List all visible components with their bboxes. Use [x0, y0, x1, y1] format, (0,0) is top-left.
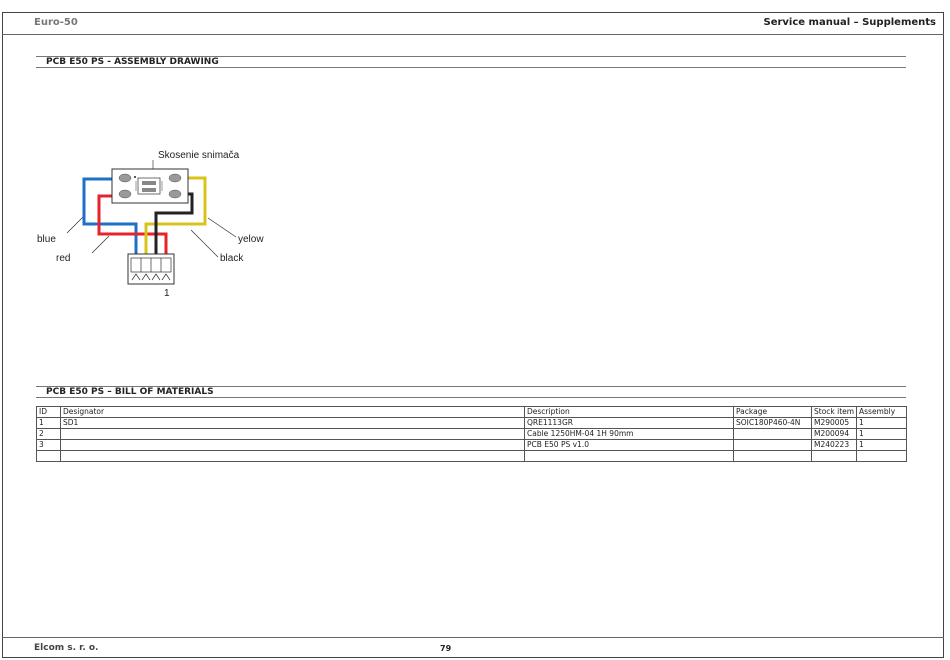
table-row: 3 PCB E50 PS v1.0 M240223 1: [36, 439, 907, 451]
pin-one-label: 1: [164, 288, 170, 299]
bom-cell: 1: [856, 439, 907, 451]
bom-cell: [733, 428, 812, 440]
bom-cell: 1: [856, 417, 907, 429]
yellow-wire: [144, 176, 207, 254]
header-manual-title: Service manual – Supplements: [763, 17, 937, 28]
bom-header-row: ID Designator Description Package Stock …: [36, 406, 907, 418]
bom-cell: QRE1113GR: [524, 417, 734, 429]
bom-col-stock-item: Stock item: [811, 406, 857, 418]
bom-col-id: ID: [36, 406, 61, 418]
bom-cell: M200094: [811, 428, 857, 440]
table-row: [36, 450, 907, 462]
bom-cell: [733, 450, 812, 462]
assembly-section-title: PCB E50 PS - ASSEMBLY DRAWING: [46, 57, 219, 67]
bom-cell: [60, 428, 525, 440]
yellow-wire-label: yelow: [238, 234, 264, 245]
bom-cell: [60, 450, 525, 462]
page-frame: [2, 12, 944, 658]
footer-divider: [2, 637, 944, 638]
black-wire: [154, 192, 194, 254]
bom-cell: M240223: [811, 439, 857, 451]
bom-cell: [524, 450, 734, 462]
bom-cell: 1: [36, 417, 61, 429]
bom-cell: [60, 439, 525, 451]
bom-col-package: Package: [733, 406, 812, 418]
bom-col-description: Description: [524, 406, 734, 418]
bom-cell: PCB E50 PS v1.0: [524, 439, 734, 451]
header-divider: [2, 34, 944, 35]
bom-table: ID Designator Description Package Stock …: [36, 406, 907, 462]
bom-col-designator: Designator: [60, 406, 525, 418]
bom-cell: 3: [36, 439, 61, 451]
bom-section-rule-top: [36, 386, 906, 387]
bom-cell: [36, 450, 61, 462]
bom-cell: [733, 439, 812, 451]
red-wire: [97, 194, 168, 254]
bom-cell: 2: [36, 428, 61, 440]
bom-cell: SD1: [60, 417, 525, 429]
assembly-drawing: Skosenie snimača blue red yelow black 1: [37, 150, 264, 299]
black-wire-label: black: [220, 253, 244, 264]
bom-cell: 1: [856, 428, 907, 440]
page-number: 79: [440, 644, 452, 653]
bom-cell: Cable 1250HM-04 1H 90mm: [524, 428, 734, 440]
wire-connector: [127, 253, 175, 285]
blue-wire-label: blue: [37, 234, 56, 245]
bom-col-assembly: Assembly: [856, 406, 907, 418]
footer-company: Elcom s. r. o.: [34, 643, 99, 653]
bom-section-title: PCB E50 PS – BILL OF MATERIALS: [46, 387, 214, 397]
bom-cell: [856, 450, 907, 462]
assembly-section-rule-top: [36, 56, 906, 57]
assembly-section-rule-bottom: [36, 67, 906, 68]
bom-section-rule-bottom: [36, 397, 906, 398]
sensor-label: Skosenie snimača: [158, 150, 240, 161]
table-row: 2 Cable 1250HM-04 1H 90mm M200094 1: [36, 428, 907, 440]
table-row: 1 SD1 QRE1113GR SOIC180P460-4N M290005 1: [36, 417, 907, 429]
red-wire-label: red: [56, 253, 70, 264]
bom-cell: [811, 450, 857, 462]
bom-cell: SOIC180P460-4N: [733, 417, 812, 429]
bom-cell: M290005: [811, 417, 857, 429]
header-doc-name: Euro-50: [34, 17, 78, 28]
